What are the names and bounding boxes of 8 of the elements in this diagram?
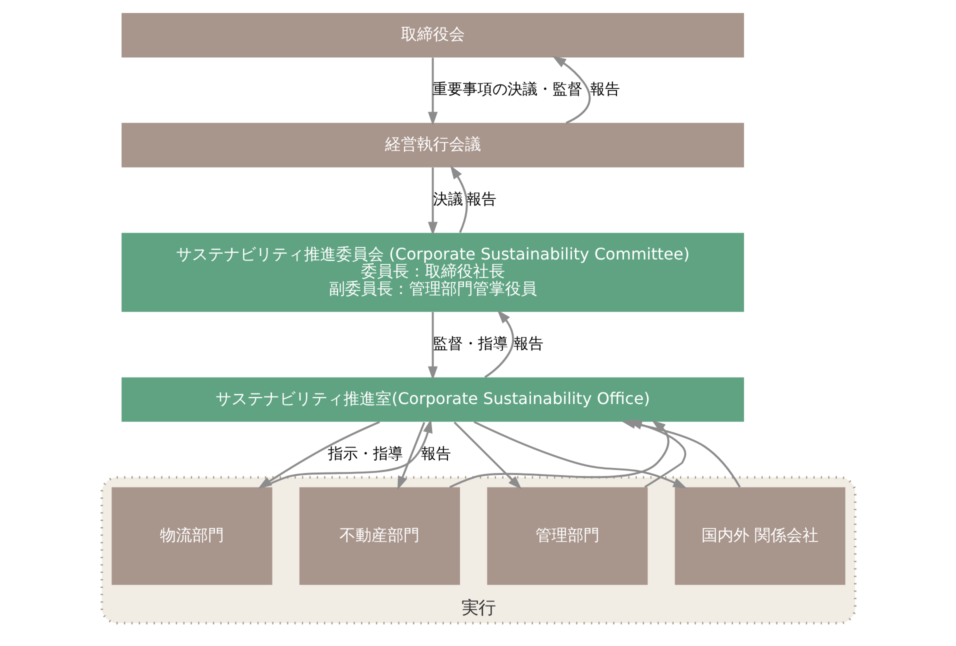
edge-label: 監督・指導 xyxy=(432,335,508,352)
edge-label: 報告 xyxy=(466,190,496,208)
edge-label: 報告 xyxy=(420,445,450,462)
edge-label: 報告 xyxy=(590,81,620,98)
edge-label: 重要事項の決議・監督 xyxy=(432,81,582,98)
edge-label: 決議 xyxy=(432,190,463,208)
edge-label: 報告 xyxy=(513,335,544,352)
edge-label: 指示・指導 xyxy=(327,445,402,462)
